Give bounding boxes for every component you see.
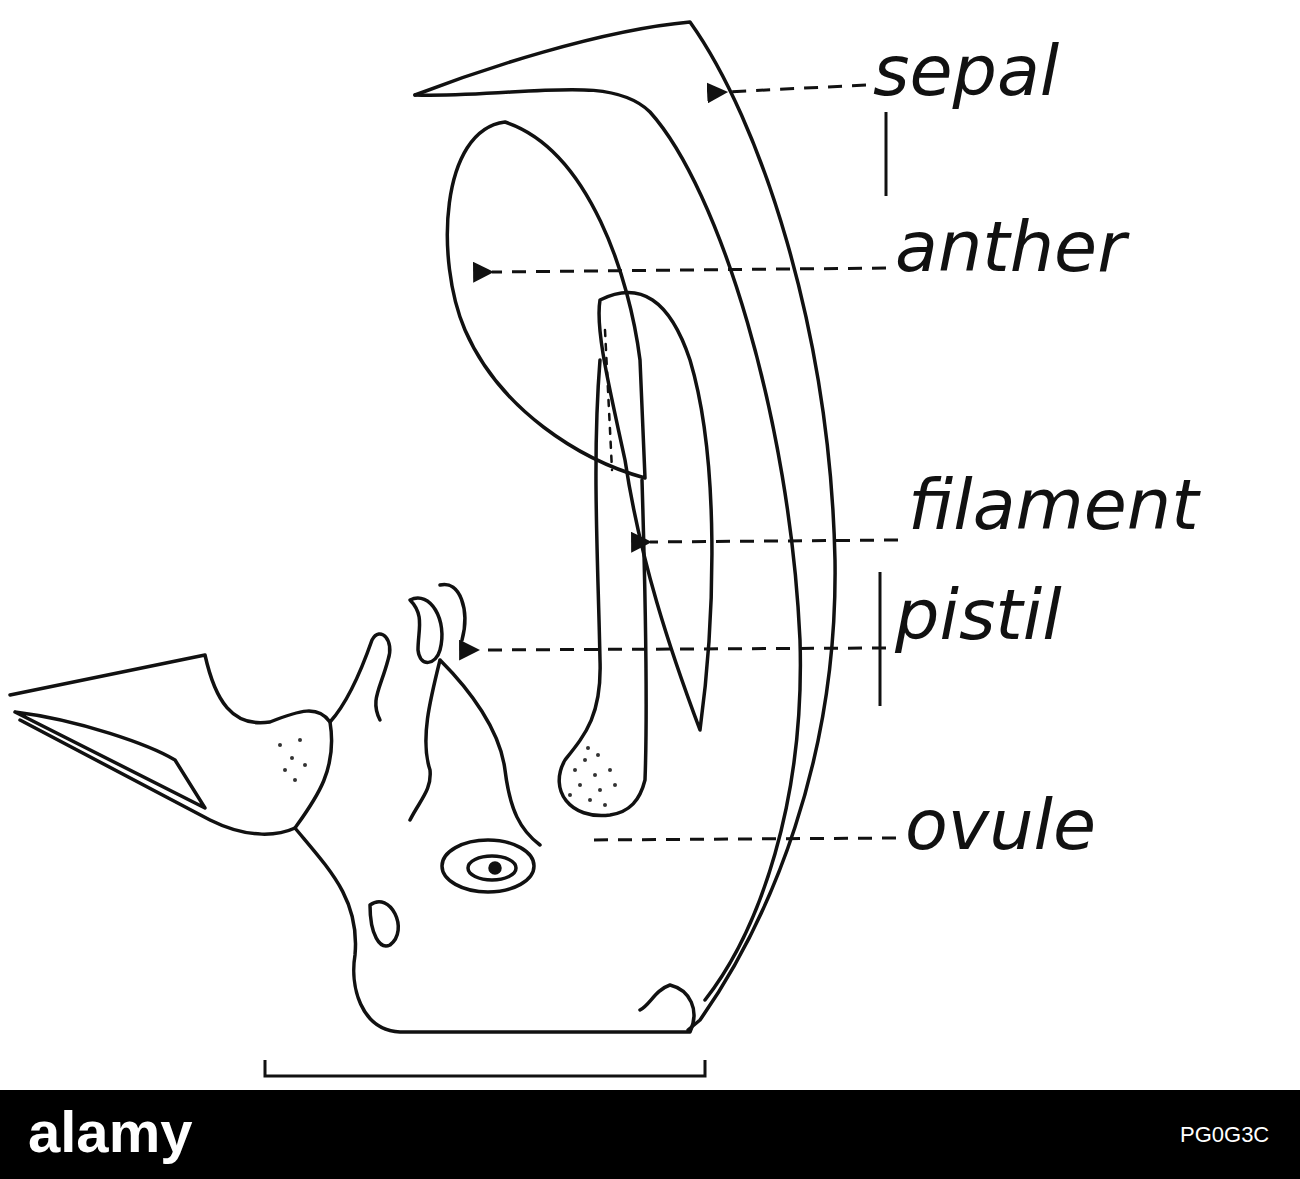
lodicule xyxy=(330,634,390,722)
watermark-id: PG0G3C xyxy=(1180,1124,1269,1146)
anther-lobe xyxy=(447,122,645,478)
label-ticks xyxy=(880,112,886,706)
ovule-shape xyxy=(442,840,534,892)
part-label: ovule xyxy=(905,790,1096,860)
watermark-band xyxy=(0,1090,1300,1179)
part-label: sepal xyxy=(873,36,1059,106)
glume-lower xyxy=(20,720,295,834)
ovule-dot xyxy=(490,863,500,873)
ovary-outline xyxy=(410,660,540,845)
watermark: alamy xyxy=(28,1103,192,1161)
filament-trace xyxy=(605,330,612,470)
sepal-inner xyxy=(415,89,800,1000)
stipple xyxy=(278,738,617,807)
part-label: pistil xyxy=(895,580,1062,650)
scale-bar xyxy=(265,1060,705,1076)
base-notch xyxy=(370,902,398,946)
ovule-core xyxy=(468,856,516,880)
glume-inner xyxy=(15,712,205,808)
sepal-outline xyxy=(415,22,835,1030)
stigma-lobe xyxy=(410,598,442,662)
part-label: filament xyxy=(908,470,1199,540)
stigma-lobe xyxy=(440,584,465,640)
leader-lines xyxy=(478,85,898,840)
anther-lobe xyxy=(599,293,712,731)
part-label: anther xyxy=(895,212,1126,282)
floret-base xyxy=(295,828,694,1032)
filament-line xyxy=(559,360,646,816)
